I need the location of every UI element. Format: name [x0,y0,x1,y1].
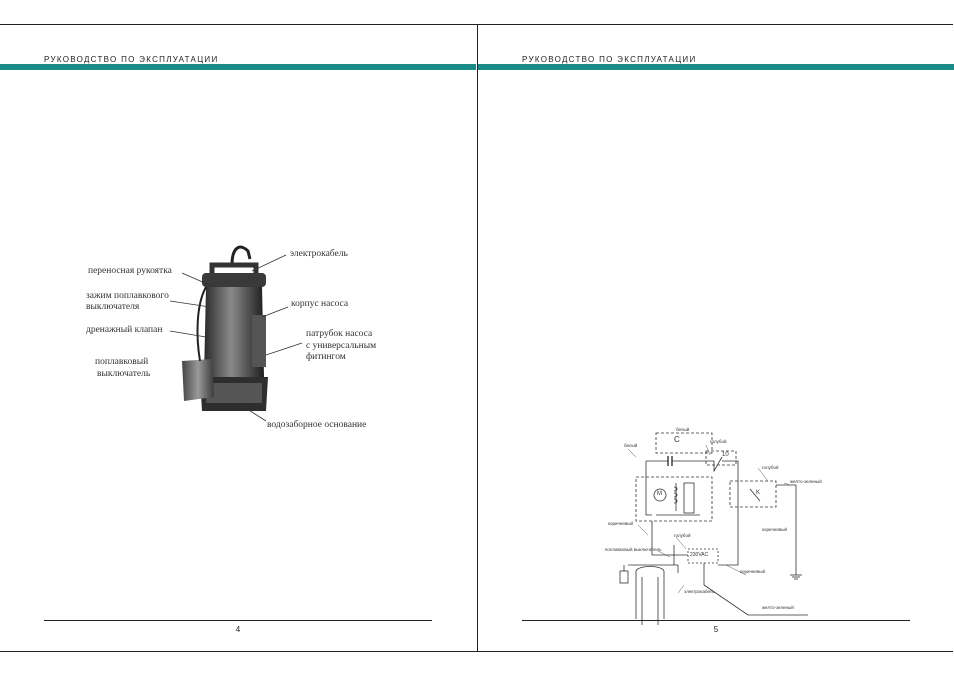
wire-label-white-top: белый [676,427,690,432]
wire-label-yellow-green-top: желто-зеленый [790,479,822,484]
label-float-switch-1: поплавковый [95,357,149,367]
label-nozzle-1: патрубок насоса [306,329,373,339]
footer-rule [44,620,432,621]
wire-label-blue-mid: голубой [674,533,691,538]
leader-handle [181,272,215,288]
label-float-clamp-1: зажим поплавкового [86,291,169,301]
leader-drain [169,330,207,338]
float-switch-symbol [619,570,629,584]
wire-label-yellow-green-bottom: желто-зеленый [762,605,794,610]
motor-symbol [653,488,667,502]
header-accent-bar [0,64,476,70]
page-header-title: РУКОВОДСТВО ПО ЭКСПЛУАТАЦИИ [522,55,697,64]
page-number: 4 [235,625,241,634]
label-float-clamp-2: выключателя [86,302,140,312]
wire-label-brown-left: коричневый [608,521,634,526]
wire-label-float-switch: поплавковый выключатель [605,547,662,552]
motor-label: M [657,491,662,497]
header-accent-bar [478,64,954,70]
motor-box [635,476,713,522]
label-intake: водозаборное основание [267,420,367,430]
label-handle: переносная рукоятка [88,266,172,276]
pump-illustration [169,245,303,422]
label-float-switch-2: выключатель [97,369,151,379]
document-spread: РУКОВОДСТВО ПО ЭКСПЛУАТАЦИИ [0,24,954,652]
voltage-box [687,548,719,564]
voltage-label: 230VAC [690,552,709,558]
leader-intake [243,406,267,422]
wire-label-brown-right: коричневый [762,527,788,532]
leader-nozzle [265,342,303,356]
wiring-diagram [619,432,808,625]
thermal-box [705,450,737,466]
page-number: 5 [713,625,719,634]
capacitor-box [655,432,713,454]
label-nozzle-3: фитингом [306,352,346,362]
relay-box [729,480,777,508]
thermal-label: 10 [722,452,729,458]
wire-label-blue-top: голубой [710,439,727,444]
footer-rule [522,620,910,621]
relay-label: K [756,490,761,496]
page-4: РУКОВОДСТВО ПО ЭКСПЛУАТАЦИИ [0,25,476,651]
label-nozzle-2: с универсальным [306,341,377,351]
label-body: корпус насоса [291,299,349,309]
leader-cable [251,254,287,272]
wire-label-blue-right: голубой [762,465,779,470]
page-5: РУКОВОДСТВО ПО ЭКСПЛУАТАЦИИ [477,25,954,651]
capacitor-label: C [674,435,680,444]
leader-clamp [169,300,211,308]
wire-label-brown-mid: коричневый [740,569,766,574]
page-header-title: РУКОВОДСТВО ПО ЭКСПЛУАТАЦИИ [44,55,219,64]
label-drain-valve: дренажный клапан [86,325,163,335]
wire-label-cable: электрокабель [684,589,715,594]
label-cable: электрокабель [290,249,348,259]
leader-body [261,306,289,318]
wire-label-white-left: белый [624,443,638,448]
